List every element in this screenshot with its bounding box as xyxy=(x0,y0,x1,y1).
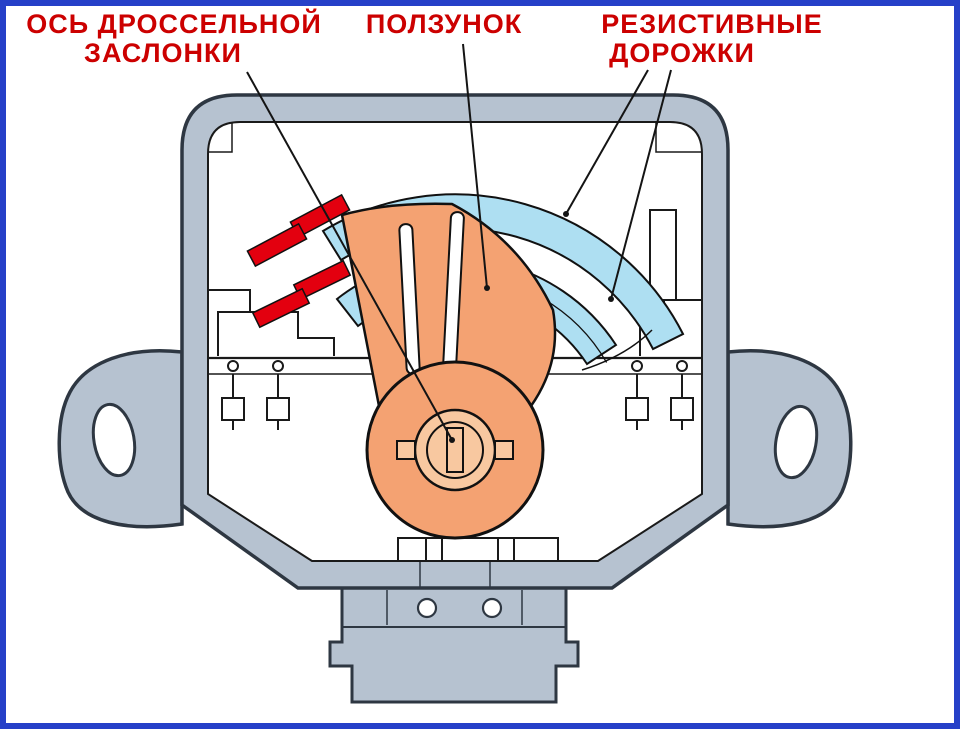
corner-notch-left xyxy=(208,122,233,153)
shaft-bore xyxy=(426,421,484,479)
label-throttle-axis-line1: ОСЬ ДРОССЕЛЬНОЙ xyxy=(26,8,322,39)
sensor-illustration xyxy=(57,93,853,704)
callout-labels: ОСЬ ДРОССЕЛЬНОЙ ЗАСЛОНКИ ПОЛЗУНОК РЕЗИСТ… xyxy=(26,8,823,68)
platform-stud-2 xyxy=(497,537,515,562)
platform-base xyxy=(397,537,559,561)
terminal-rivet xyxy=(631,360,643,372)
connector-pin-hole-2 xyxy=(481,597,503,619)
terminal-pad xyxy=(625,397,649,421)
leader-line-throttle-axis xyxy=(246,71,453,441)
terminal-pad xyxy=(221,397,245,421)
terminal-pin-group-4 xyxy=(670,360,694,430)
corner-notch-right xyxy=(655,122,702,153)
terminal-pin-group-2 xyxy=(266,360,290,430)
mounting-hole-left xyxy=(91,402,137,478)
terminal-pad xyxy=(266,397,290,421)
terminal-rivet xyxy=(676,360,688,372)
label-resistive-tracks-line2: ДОРОЖКИ xyxy=(609,38,755,68)
connector-pin-hole-1 xyxy=(416,597,438,619)
leader-line-track-inner xyxy=(610,69,672,300)
terminal-pin-group-1 xyxy=(221,360,245,430)
label-resistive-tracks-line1: РЕЗИСТИВНЫЕ xyxy=(601,9,823,39)
leader-line-slider xyxy=(462,43,488,289)
leader-dot-throttle-axis xyxy=(449,437,455,443)
contact-segment-4 xyxy=(251,287,311,329)
platform-stud-1 xyxy=(425,537,443,562)
leader-dot-slider xyxy=(484,285,490,291)
label-slider: ПОЛЗУНОК xyxy=(366,9,522,39)
terminal-pin-group-3 xyxy=(625,360,649,430)
terminal-pad xyxy=(670,397,694,421)
contact-segment-2 xyxy=(246,222,308,268)
mounting-hole-right xyxy=(773,404,819,480)
connector-body xyxy=(328,586,580,704)
callout-leaders xyxy=(246,43,672,443)
shaft-tab-right xyxy=(494,440,514,460)
leader-dot-track-outer xyxy=(563,211,569,217)
leader-line-track-outer xyxy=(565,69,649,215)
terminal-rivet xyxy=(227,360,239,372)
leader-dot-track-inner xyxy=(608,296,614,302)
shaft-tab-left xyxy=(396,440,416,460)
terminal-rivet xyxy=(272,360,284,372)
track-end-arc xyxy=(581,329,653,371)
label-throttle-axis-line2: ЗАСЛОНКИ xyxy=(84,38,242,68)
